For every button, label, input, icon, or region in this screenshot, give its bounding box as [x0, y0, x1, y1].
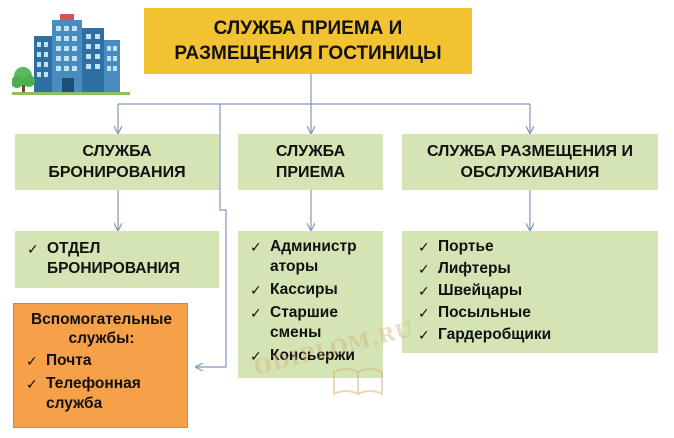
list-item: Лифтеры [416, 259, 650, 279]
list-item: Швейцары [416, 281, 650, 301]
list-item: Администр аторы [248, 237, 377, 277]
auxiliary-services-title: Вспомогательные службы: [30, 311, 173, 347]
diagram-title: СЛУЖБА ПРИЕМА И РАЗМЕЩЕНИЯ ГОСТИНИЦЫ [144, 8, 472, 74]
list-item: Гардеробщики [416, 325, 650, 345]
connector-to-auxiliary [196, 104, 227, 367]
list-item: Посыльные [416, 303, 650, 323]
department-reception: СЛУЖБА ПРИЕМА [238, 134, 383, 190]
accommodation-staff-box: Портье Лифтеры Швейцары Посыльные Гардер… [402, 231, 658, 353]
auxiliary-services-box: Вспомогательные службы: Почта Телефонная… [13, 303, 188, 428]
book-icon [333, 368, 383, 396]
list-item: Портье [416, 237, 650, 257]
list-item: Кассиры [248, 280, 377, 300]
list-item: Старшие смены [248, 303, 377, 343]
hotel-building-icon [12, 14, 130, 95]
reception-staff-box: Администр аторы Кассиры Старшие смены Ко… [238, 231, 383, 378]
list-item: Телефонная служба [24, 374, 179, 414]
department-booking: СЛУЖБА БРОНИРОВАНИЯ [15, 134, 219, 190]
list-item: Консьержи [248, 346, 377, 366]
list-item: ОТДЕЛ БРОНИРОВАНИЯ [25, 239, 211, 279]
tree-icon [12, 67, 35, 92]
booking-units-box: ОТДЕЛ БРОНИРОВАНИЯ [15, 231, 219, 288]
department-accommodation: СЛУЖБА РАЗМЕЩЕНИЯ И ОБСЛУЖИВАНИЯ [402, 134, 658, 190]
list-item: Почта [24, 351, 179, 371]
